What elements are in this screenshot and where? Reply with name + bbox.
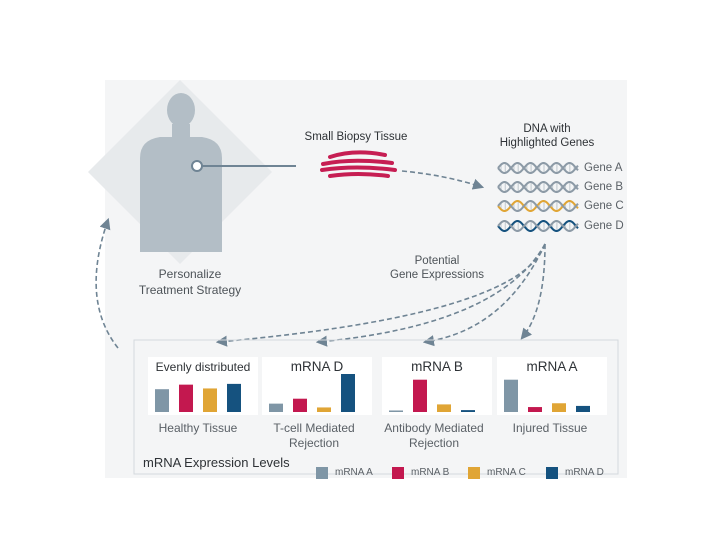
bar-mrna-c [552, 403, 566, 412]
bar-mrna-b [293, 398, 307, 412]
mrna-levels-title: mRNA Expression Levels [143, 455, 290, 470]
personalize-label-line1: Personalize [158, 267, 222, 281]
expression-arrows [215, 243, 546, 347]
gene-label-d: Gene D [584, 220, 624, 232]
caption-injured: Injured Tissue [512, 421, 588, 435]
card-title: Evenly distributed [155, 360, 251, 374]
charts-frame [133, 339, 619, 475]
legend-label: mRNA A [335, 467, 373, 478]
potential-label-line2: Gene Expressions [390, 269, 484, 281]
chart-card-tcell: mRNA D [262, 357, 372, 415]
dna-helix-gene-a [497, 162, 579, 174]
legend-swatch [546, 466, 558, 479]
bar-chart [155, 383, 241, 412]
dna-helix-gene-c [497, 200, 579, 212]
card-title: mRNA B [411, 359, 463, 374]
bar-mrna-c [203, 388, 217, 412]
legend-item-mrna-b: mRNA B [392, 466, 449, 479]
chart-card-injured: mRNA A [497, 357, 607, 415]
legend-item-mrna-d: mRNA D [546, 466, 604, 479]
caption-tcell-line2: Rejection [288, 436, 340, 450]
arrow-tissue-to-dna [401, 170, 485, 190]
legend-item-mrna-c: mRNA C [468, 466, 526, 479]
dna-label-line1: DNA with [523, 123, 571, 135]
dna-helix-gene-d [497, 220, 579, 232]
legend-item-mrna-a: mRNA A [316, 466, 373, 479]
caption-antibody-line1: Antibody Mediated [384, 421, 484, 435]
chart-card-healthy: Evenly distributed [148, 357, 258, 415]
gene-label-a: Gene A [584, 162, 623, 174]
card-title: mRNA A [526, 359, 578, 374]
gene-label-c: Gene C [584, 200, 624, 212]
personalize-label-line2: Treatment Strategy [138, 283, 242, 297]
bar-mrna-c [437, 404, 451, 412]
bar-mrna-a [389, 410, 403, 412]
bar-mrna-d [227, 383, 241, 412]
bar-mrna-b [413, 379, 427, 412]
bar-mrna-d [576, 405, 590, 412]
legend-swatch [468, 466, 480, 479]
bar-mrna-d [461, 410, 475, 412]
legend-swatch [316, 466, 328, 479]
dna-strands [497, 162, 579, 232]
legend-label: mRNA D [565, 467, 604, 478]
caption-tcell-line1: T-cell Mediated [273, 421, 355, 435]
card-title: mRNA D [290, 359, 344, 374]
dna-label-line2: Highlighted Genes [499, 137, 595, 149]
bar-chart [504, 379, 590, 412]
bar-mrna-a [504, 379, 518, 412]
bar-chart [389, 379, 475, 412]
caption-healthy: Healthy Tissue [158, 421, 238, 435]
caption-antibody-line2: Rejection [408, 436, 460, 450]
tissue-sample-icon [320, 150, 397, 178]
bar-mrna-a [269, 403, 283, 412]
biopsy-site-marker [191, 160, 203, 172]
potential-label-line1: Potential [414, 255, 460, 267]
chart-card-antibody: mRNA B [382, 357, 492, 415]
gene-label-b: Gene B [584, 181, 623, 193]
biopsy-label: Small Biopsy Tissue [304, 131, 408, 143]
legend-label: mRNA C [487, 467, 526, 478]
arrow-back-to-patient [95, 217, 119, 349]
bar-mrna-c [317, 407, 331, 412]
bar-mrna-b [528, 407, 542, 412]
bar-mrna-a [155, 389, 169, 412]
dna-helix-gene-b [497, 181, 579, 193]
bar-mrna-b [179, 384, 193, 412]
bar-chart [269, 374, 355, 412]
legend-label: mRNA B [411, 467, 450, 478]
legend-swatch [392, 466, 404, 479]
bar-mrna-d [341, 374, 355, 412]
